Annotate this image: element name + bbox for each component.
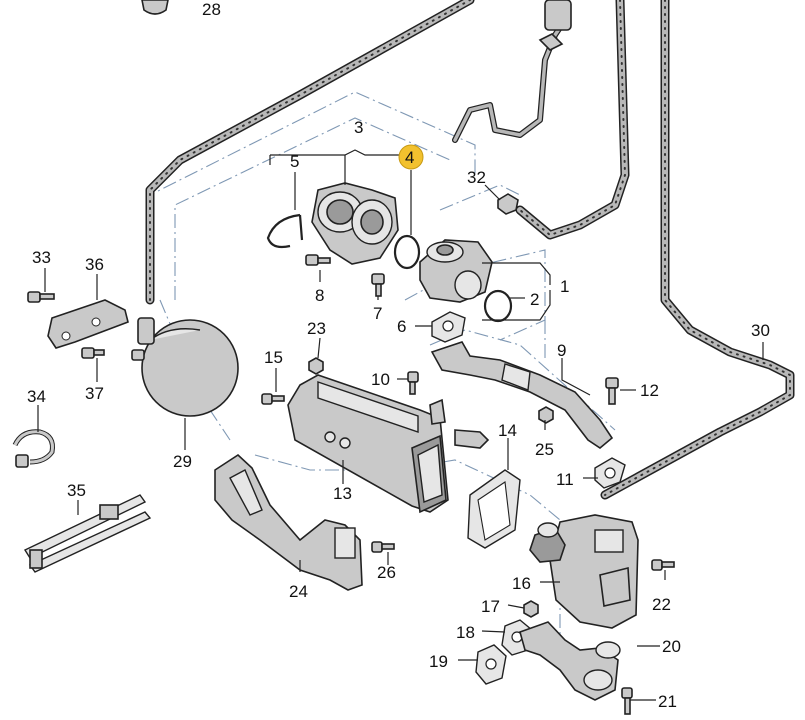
- label-34: 34: [27, 387, 46, 406]
- part-14-gasket: [467, 469, 521, 549]
- label-20: 20: [662, 637, 681, 656]
- part-23-nut: [308, 357, 324, 375]
- part-29-vacuum-reservoir: [131, 317, 239, 417]
- label-16: 16: [512, 574, 531, 593]
- callout-labels: 1 2 3 4 5 6 7 8 9 10 11 12 13 14 15 16 1…: [27, 0, 770, 711]
- label-4: 4: [405, 148, 414, 167]
- highlight-marker: [398, 144, 424, 170]
- leader-lines: [37, 149, 764, 701]
- label-6: 6: [397, 317, 406, 336]
- part-35-cable-ties: [23, 494, 152, 573]
- part-32-clip: [497, 193, 519, 215]
- label-11: 11: [556, 470, 574, 489]
- part-12-bolt: [605, 377, 619, 405]
- part-4-o-ring: [393, 234, 421, 270]
- part-34-hose-clamp: [12, 429, 55, 468]
- part-20-pipe: [519, 621, 621, 701]
- label-37: 37: [85, 384, 104, 403]
- label-33: 33: [32, 248, 51, 267]
- part-3-throttle-body: [311, 182, 399, 265]
- label-18: 18: [456, 623, 475, 642]
- label-24: 24: [289, 582, 308, 601]
- label-3: 3: [354, 118, 363, 137]
- vacuum-hose-upper: [145, 0, 475, 305]
- part-1-egr-valve: [419, 239, 493, 303]
- label-21: 21: [658, 692, 677, 711]
- small-vacuum-line: [452, 0, 572, 143]
- label-1: 1: [560, 277, 569, 296]
- label-10: 10: [371, 370, 390, 389]
- part-5-clamp: [266, 213, 304, 249]
- label-30: 30: [751, 321, 770, 340]
- part-15-bolt: [261, 393, 285, 405]
- part-37-bolt: [81, 347, 105, 359]
- part-13-egr-cooler: [287, 374, 490, 514]
- part-17-nut: [523, 600, 539, 618]
- label-7: 7: [373, 304, 382, 323]
- label-8: 8: [315, 286, 324, 305]
- part-25-nut: [538, 406, 554, 424]
- label-35: 35: [67, 481, 86, 500]
- label-19: 19: [429, 652, 448, 671]
- part-21-bolt: [621, 687, 633, 715]
- label-29: 29: [173, 452, 192, 471]
- label-14: 14: [498, 421, 517, 440]
- label-12: 12: [640, 381, 659, 400]
- part-24-bracket: [214, 453, 363, 591]
- part-6-gasket: [431, 311, 466, 343]
- label-25: 25: [535, 440, 554, 459]
- label-15: 15: [264, 348, 283, 367]
- label-23: 23: [307, 319, 326, 338]
- part-19-gasket: [475, 644, 507, 685]
- part-26-bolt: [371, 541, 395, 553]
- part-33-bolt: [27, 291, 55, 303]
- part-10-bolt: [407, 371, 419, 395]
- part-28-cap: [141, 0, 169, 15]
- label-28: 28: [202, 0, 221, 19]
- label-9: 9: [557, 341, 566, 360]
- part-11-gasket: [594, 457, 626, 489]
- label-22: 22: [652, 595, 671, 614]
- part-36-bracket: [47, 299, 129, 349]
- vacuum-hose-top-right: [515, 0, 630, 240]
- label-26: 26: [377, 563, 396, 582]
- part-22-bolt: [651, 559, 675, 571]
- label-13: 13: [333, 484, 352, 503]
- part-7-bolt: [371, 273, 385, 297]
- label-32: 32: [467, 168, 486, 187]
- part-9-egr-pipe: [430, 341, 614, 449]
- label-2: 2: [530, 290, 539, 309]
- vacuum-hose-right: [600, 0, 795, 500]
- part-2-o-ring: [483, 289, 513, 323]
- part-16-exhaust-valve: [529, 514, 639, 629]
- part-8-bolt: [305, 254, 331, 266]
- label-36: 36: [85, 255, 104, 274]
- label-5: 5: [290, 152, 299, 171]
- label-17: 17: [481, 597, 500, 616]
